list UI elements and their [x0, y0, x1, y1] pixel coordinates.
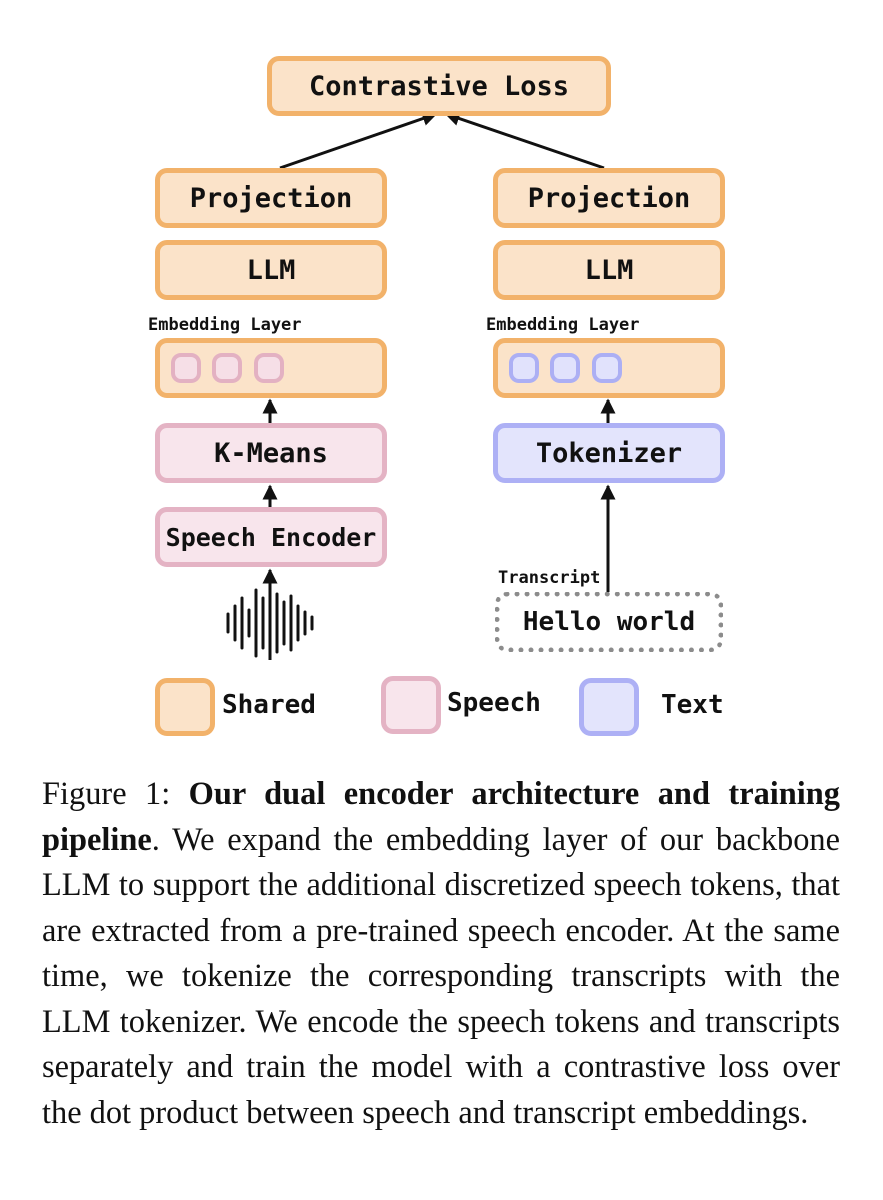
text-token-3 — [592, 353, 622, 383]
diagram-connectors — [226, 111, 616, 660]
waveform-icon — [226, 588, 314, 658]
legend-shared-label: Shared — [222, 690, 316, 720]
arrow-left-projection-to-loss — [279, 111, 438, 170]
left-projection-label: Projection — [189, 182, 353, 214]
speech-token-1 — [171, 353, 201, 383]
contrastive-loss-box: Contrastive Loss — [267, 56, 611, 116]
legend-text-swatch — [579, 678, 639, 736]
legend-text-label: Text — [661, 690, 724, 720]
contrastive-loss-label: Contrastive Loss — [308, 70, 570, 102]
right-projection-box: Projection — [493, 168, 725, 228]
right-projection-label: Projection — [527, 182, 691, 214]
kmeans-label: K-Means — [214, 437, 328, 469]
right-llm-box: LLM — [493, 240, 725, 300]
transcript-label: Transcript — [498, 568, 601, 588]
left-projection-box: Projection — [155, 168, 387, 228]
caption-title: Our dual encoder architecture and traini… — [42, 776, 840, 858]
figure-caption: Figure 1: Our dual encoder architecture … — [42, 772, 840, 1136]
hello-world-input-box: Hello world — [495, 592, 723, 652]
right-llm-label: LLM — [584, 254, 634, 286]
legend-shared-swatch — [155, 678, 215, 736]
left-llm-box: LLM — [155, 240, 387, 300]
architecture-diagram: Contrastive Loss Projection LLM Embeddin… — [148, 56, 725, 736]
speech-token-2 — [212, 353, 242, 383]
caption-body: . We expand the embedding layer of our b… — [42, 821, 840, 1131]
tokenizer-label: Tokenizer — [535, 437, 683, 469]
legend-speech-label: Speech — [447, 688, 541, 718]
right-embedding-layer-label: Embedding Layer — [486, 315, 640, 335]
hello-world-text: Hello world — [522, 607, 696, 637]
tokenizer-box: Tokenizer — [493, 423, 725, 483]
left-llm-label: LLM — [246, 254, 296, 286]
kmeans-box: K-Means — [155, 423, 387, 483]
speech-encoder-box: Speech Encoder — [155, 507, 387, 567]
caption-figure-label: Figure 1: — [42, 776, 189, 812]
left-embedding-layer-label: Embedding Layer — [148, 315, 302, 335]
arrow-right-projection-to-loss — [444, 111, 605, 170]
text-token-1 — [509, 353, 539, 383]
speech-token-3 — [254, 353, 284, 383]
legend-speech-swatch — [381, 676, 441, 734]
speech-encoder-label: Speech Encoder — [165, 522, 377, 552]
text-token-2 — [550, 353, 580, 383]
